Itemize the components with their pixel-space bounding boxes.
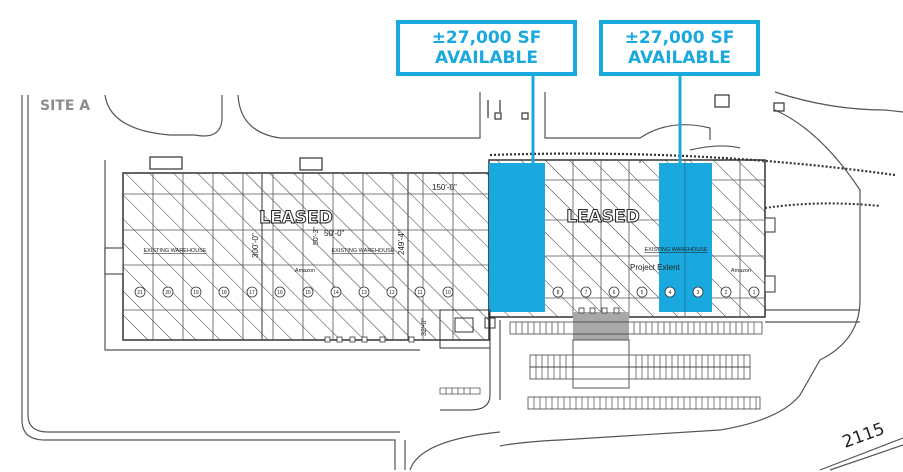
bay-marker: [218, 286, 230, 298]
bay-marker: [134, 286, 146, 298]
bay-number: 17: [249, 290, 255, 296]
bay-number: 6: [613, 290, 616, 296]
available-space-left[interactable]: [489, 163, 545, 312]
project-extent-label: Project Extent: [630, 263, 681, 272]
bay-number: 19: [193, 290, 199, 296]
bay-marker: [386, 286, 398, 298]
bay-marker: [302, 286, 314, 298]
rail-track: [489, 152, 896, 209]
bay-marker: [246, 286, 258, 298]
bay-number: 14: [333, 290, 339, 296]
bay-number: 4: [669, 290, 672, 296]
leased-label-left: LEASED: [259, 208, 333, 228]
parking-rows: [509, 321, 763, 410]
bay-marker: [358, 286, 370, 298]
callout-left-status: AVAILABLE: [435, 48, 538, 68]
bay-marker: [748, 286, 760, 298]
bay-markers-left: 21 20 19 18 17 16 15 14 13 12 11 10: [134, 286, 454, 298]
bay-number: 2: [725, 290, 728, 296]
callout-right-status: AVAILABLE: [628, 48, 731, 68]
bay-number: 5: [641, 290, 644, 296]
bay-number: 1: [753, 290, 756, 296]
bay-number: 3: [697, 290, 700, 296]
bay-marker: [692, 286, 704, 298]
bay-number: 13: [361, 290, 367, 296]
top-structures: [149, 94, 785, 171]
bay-number: 18: [221, 290, 227, 296]
leased-label-right: LEASED: [566, 207, 640, 227]
bay-number: 12: [389, 290, 395, 296]
dimension-50b: 50'-3": [313, 227, 320, 245]
bay-number: 20: [165, 290, 171, 296]
bay-number: 11: [417, 290, 422, 296]
site-boundary: [21, 91, 903, 471]
dimension-249: 249'-4": [397, 230, 406, 255]
bay-marker: [274, 286, 286, 298]
tenant-label-2: Amazon: [731, 268, 751, 274]
project-extent-area: [573, 312, 629, 340]
warehouse-label-2: EXISTING WAREHOUSE: [331, 248, 394, 254]
leased-building-left: [104, 172, 490, 341]
bay-marker: [552, 286, 564, 298]
bay-marker: [636, 286, 648, 298]
bay-marker: [442, 286, 454, 298]
bay-marker: [162, 286, 174, 298]
warehouse-label-3: EXISTING WAREHOUSE: [644, 247, 707, 253]
bay-number: 21: [137, 290, 143, 296]
site-label: SITE A: [40, 98, 90, 114]
bay-markers-right: 8 7 6 5 4 3 2 1: [552, 286, 760, 298]
callout-left-size: ±27,000 SF: [431, 28, 542, 48]
bay-marker: [608, 286, 620, 298]
bay-marker: [330, 286, 342, 298]
callout-right-size: ±27,000 SF: [624, 28, 735, 48]
bay-number: 16: [277, 290, 283, 296]
dimension-50a: 50'-0": [324, 229, 345, 238]
dock-doors: [324, 307, 620, 343]
road-number: 2115: [840, 419, 887, 453]
parking-block: [572, 339, 630, 389]
bay-marker: [414, 286, 426, 298]
tenant-label-1: Amazon: [295, 268, 315, 274]
parking-stalls-small: [439, 387, 481, 395]
bay-number: 10: [445, 290, 451, 296]
office-structure: [439, 309, 501, 411]
warehouse-label-1: EXISTING WAREHOUSE: [143, 248, 206, 254]
bay-number: 15: [305, 290, 311, 296]
bay-marker: [664, 286, 676, 298]
dimension-32: 32'-0": [421, 318, 428, 336]
bay-marker: [720, 286, 732, 298]
dimension-150: 150'-0": [432, 183, 457, 192]
bay-number: 7: [585, 290, 588, 296]
bay-marker: [580, 286, 592, 298]
bay-number: 8: [557, 290, 560, 296]
dimension-300: 300'-0": [251, 233, 260, 258]
available-callout-right[interactable]: ±27,000 SF AVAILABLE: [599, 20, 760, 76]
bay-marker: [190, 286, 202, 298]
parking-stalls: [515, 322, 757, 409]
available-callout-left[interactable]: ±27,000 SF AVAILABLE: [396, 20, 577, 76]
